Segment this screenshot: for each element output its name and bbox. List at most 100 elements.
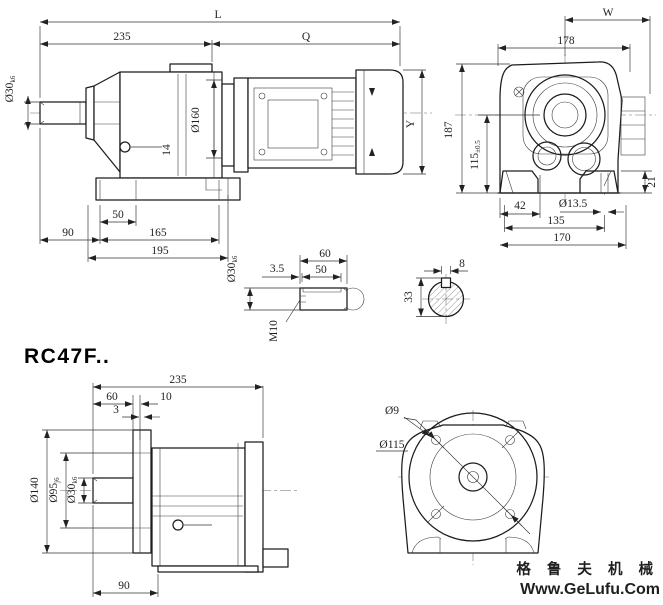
label-135: 135	[547, 215, 565, 227]
label-60: 60	[106, 391, 118, 403]
label-tap: M10	[268, 320, 280, 342]
motor-fins	[332, 91, 354, 156]
front-cone	[93, 71, 121, 173]
input-bore	[543, 93, 587, 137]
label-115: 115±0.5	[469, 140, 482, 170]
boss-contour	[522, 76, 609, 155]
label-178: 178	[557, 35, 575, 47]
label-shaft-dia: Ø30k6	[226, 255, 239, 282]
shaft-bore	[458, 462, 488, 492]
fin-block	[620, 96, 646, 156]
label-plug-offset: 14	[161, 144, 173, 156]
label-3p5: 3.5	[270, 263, 285, 275]
hole-leader	[403, 416, 431, 437]
bolt-hole	[431, 509, 441, 519]
fin-lines	[621, 110, 645, 140]
label-33: 33	[403, 291, 415, 303]
feet	[497, 170, 621, 194]
label-42: 42	[514, 200, 526, 212]
label-key-width: 8	[459, 258, 465, 270]
lower-boss-right-bore	[572, 147, 596, 171]
label-total-length: L	[214, 9, 221, 21]
shaft-body	[299, 287, 348, 311]
airflow-arrow-up	[369, 148, 375, 156]
view-key-section: 8 33	[403, 258, 470, 324]
bolt-hole	[431, 435, 441, 445]
terminal-plate	[253, 87, 333, 161]
label-gear-length: 235	[113, 31, 131, 43]
label-21: 21	[646, 176, 658, 188]
center-hole	[467, 471, 479, 483]
flange-detail	[133, 430, 151, 553]
spigot-circle	[429, 433, 517, 521]
label-bolt-hole-dia: Ø9	[385, 405, 399, 417]
view-shaft-detail: 60 3.5 50 Ø30k6 M10	[226, 248, 365, 342]
label-shaft-dia: Ø30k6	[66, 476, 79, 503]
body-detail	[411, 420, 535, 554]
eyebolt-cross	[515, 88, 523, 96]
label-3: 3	[113, 404, 119, 416]
motor-body	[247, 77, 357, 169]
label-50: 50	[315, 264, 327, 276]
eyebolt-symbol	[513, 86, 525, 98]
shaft-chamfer	[92, 477, 98, 504]
front-ring	[85, 85, 95, 141]
watermark-url: Www.GeLufu.Com	[520, 581, 660, 598]
input-shaft-hole	[551, 101, 579, 129]
view-flange-side: RC47F.. 235 60 10 3 Ø140 Ø95j6 Ø30k6 90	[24, 345, 300, 597]
bolt-hole	[505, 509, 515, 519]
view-flange-face: Ø9 Ø115	[376, 405, 550, 565]
label-motor-dia: Y	[405, 119, 417, 128]
housing-outline	[401, 424, 545, 554]
terminal-plate-inner	[267, 99, 319, 149]
label-10: 10	[160, 391, 172, 403]
label-90: 90	[118, 580, 130, 592]
gear-housing	[151, 447, 246, 567]
label-motor-section: Q	[302, 31, 311, 43]
label-flange-dia: Ø140	[29, 477, 41, 503]
rear-foot	[262, 548, 289, 568]
flange-plate	[132, 429, 152, 554]
oil-plug	[119, 141, 131, 153]
feet-detail	[505, 170, 612, 194]
housing-ribs	[152, 443, 243, 566]
adapter-ring-2	[233, 77, 249, 173]
plate-screw	[320, 92, 328, 100]
label-90: 90	[62, 227, 74, 239]
adapter-ring-1	[221, 83, 235, 167]
top-boss	[169, 63, 213, 73]
rear-bracket	[244, 441, 264, 573]
label-shaft-dia: Ø30k6	[4, 75, 17, 102]
label-input-flange-dia: Ø160	[190, 107, 202, 133]
label-235: 235	[169, 374, 187, 386]
label-60: 60	[319, 248, 331, 260]
gear-housing	[119, 71, 223, 179]
model-title: RC47F..	[24, 345, 110, 368]
key	[440, 277, 452, 289]
label-foot-pad: 50	[112, 209, 124, 221]
label-spigot-dia: Ø95j6	[48, 477, 61, 503]
foot-base	[95, 177, 241, 201]
flange-outer	[408, 412, 538, 542]
base-lip	[157, 565, 259, 573]
label-187: 187	[443, 121, 455, 139]
label-170: 170	[553, 232, 571, 244]
plate-screw	[258, 148, 266, 156]
bcd-arrow-2	[510, 514, 523, 527]
label-165: 165	[149, 227, 167, 239]
bolt-hole	[505, 435, 515, 445]
output-shaft	[39, 101, 87, 125]
fan-cowl	[355, 69, 404, 175]
watermark-brand: 格 鲁 夫 机 械	[516, 560, 659, 578]
housing-plug	[172, 519, 184, 531]
dim-ticks	[131, 79, 222, 159]
lower-boss-left	[532, 141, 562, 171]
lower-boss-right	[567, 142, 601, 176]
view-gearbox-end: W 178 187 115±0.5 42 Ø13.5 135 170 21	[443, 7, 658, 249]
extension-lines	[456, 16, 652, 249]
plate-screw	[258, 92, 266, 100]
view-gearmotor-side: L 235 Q Ø30k6 Ø160 14 50 90 165 195 Y	[4, 9, 432, 262]
input-shaft	[92, 477, 134, 504]
